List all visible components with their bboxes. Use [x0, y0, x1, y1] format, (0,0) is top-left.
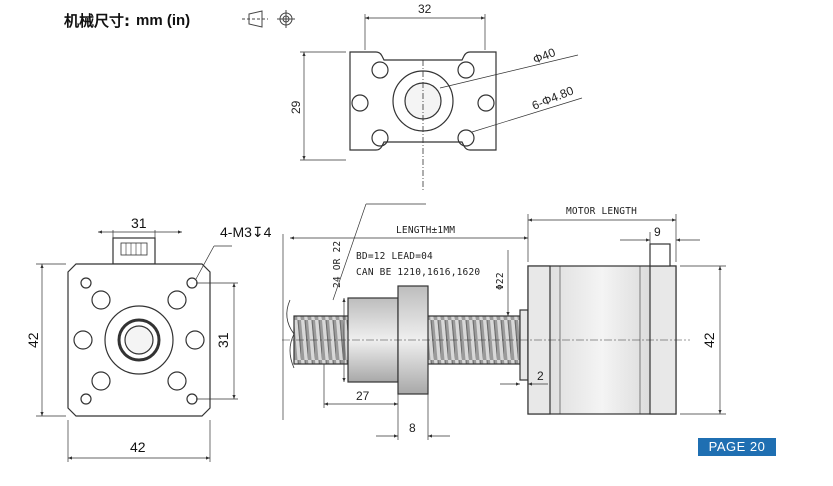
front-bottom-width-dim: 42 [130, 439, 146, 455]
motor-length-dim: MOTOR LENGTH [566, 206, 637, 217]
flange-thickness-dim: 8 [409, 421, 416, 435]
holes-dim: 6-Φ4.80 [530, 83, 576, 112]
flange-dim: 9 [654, 225, 661, 239]
nut-length-dim: 27 [356, 389, 370, 403]
front-view [36, 230, 238, 462]
front-height-dim: 42 [25, 332, 41, 348]
spec-line-2: CAN BE 1210,1616,1620 [356, 267, 480, 278]
nut-dia-dim: 24 OR 22 [332, 241, 343, 288]
top-flange-outline [349, 51, 497, 151]
front-width-dim: 31 [131, 215, 147, 231]
bore-dim: Φ40 [531, 45, 558, 67]
page-number-badge: PAGE 20 [698, 438, 776, 456]
thread-note: 4-M3↧4 [220, 224, 272, 240]
top-width-dim: 32 [418, 2, 432, 16]
crosshair-circle-icon [277, 10, 295, 28]
top-view [300, 14, 583, 190]
screw-dia-dim: Φ22 [495, 272, 506, 290]
side-view [282, 203, 726, 440]
spec-line-1: BD=12 LEAD=04 [356, 251, 433, 262]
header-title: 机械尺寸: [64, 12, 130, 30]
gap-dim: 2 [537, 369, 544, 383]
header: 机械尺寸: mm (in) [64, 10, 190, 31]
cone-projection-icon [242, 10, 268, 28]
hole-spacing-dim: 31 [215, 332, 231, 348]
header-units: mm (in) [136, 12, 191, 29]
motor-height-dim: 42 [701, 332, 717, 348]
top-height-dim: 29 [289, 100, 303, 114]
length-dim: LENGTH±1MM [396, 225, 455, 236]
